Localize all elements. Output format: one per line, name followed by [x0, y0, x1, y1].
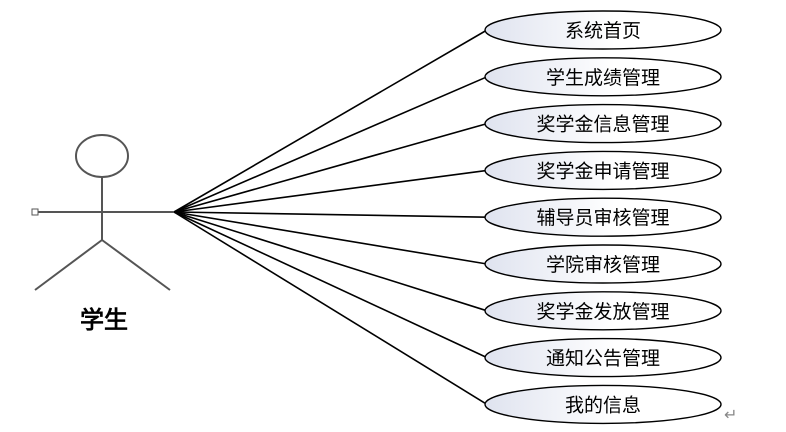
association-line	[173, 29, 488, 213]
use-case: 我的信息	[484, 384, 722, 425]
use-case: 奖学金发放管理	[484, 291, 722, 331]
association-line	[173, 76, 488, 213]
actor-student: 学生	[31, 134, 174, 334]
association-line	[173, 211, 488, 359]
use-case-label: 奖学金信息管理	[536, 114, 669, 136]
use-case-ellipse	[484, 150, 722, 191]
actor-right-leg	[101, 239, 171, 291]
use-case: 学院审核管理	[484, 244, 722, 284]
use-case-ellipse	[484, 103, 722, 144]
use-case-ellipse	[484, 337, 722, 378]
actor-label: 学生	[80, 306, 128, 334]
use-case-ellipse	[484, 291, 722, 331]
use-case: 奖学金申请管理	[484, 150, 722, 191]
actor-head	[75, 134, 129, 178]
use-case-label: 系统首页	[565, 20, 641, 42]
association-line	[173, 211, 488, 406]
actor-left-leg	[34, 239, 103, 291]
association-line	[173, 122, 488, 213]
association-line	[173, 211, 488, 312]
paragraph-mark: ↵	[724, 405, 737, 424]
use-case-label: 学院审核管理	[546, 254, 660, 276]
use-case: 学生成绩管理	[484, 57, 722, 97]
association-lines	[173, 29, 488, 406]
use-case-label: 学生成绩管理	[546, 67, 660, 89]
association-line	[173, 211, 488, 265]
use-case: 奖学金信息管理	[484, 103, 722, 144]
actor-anchor-handle	[31, 208, 39, 216]
use-case-ellipse	[484, 384, 722, 425]
use-case-label: 奖学金发放管理	[536, 301, 669, 323]
use-case: 辅导员审核管理	[484, 197, 722, 237]
association-line	[173, 211, 488, 218]
use-case: 通知公告管理	[484, 337, 722, 378]
association-line	[173, 169, 488, 213]
use-case-label: 奖学金申请管理	[536, 160, 669, 182]
use-case-label: 我的信息	[565, 394, 641, 416]
use-case-ellipse	[484, 57, 722, 97]
use-case: 系统首页	[484, 10, 722, 50]
use-case-ellipse	[484, 10, 722, 50]
use-case-ellipse	[484, 244, 722, 284]
use-case-label: 通知公告管理	[546, 348, 660, 370]
use-case-label: 辅导员审核管理	[536, 207, 669, 229]
use-case-ellipse	[484, 197, 722, 237]
use-cases: 系统首页学生成绩管理奖学金信息管理奖学金申请管理辅导员审核管理学院审核管理奖学金…	[484, 10, 722, 425]
